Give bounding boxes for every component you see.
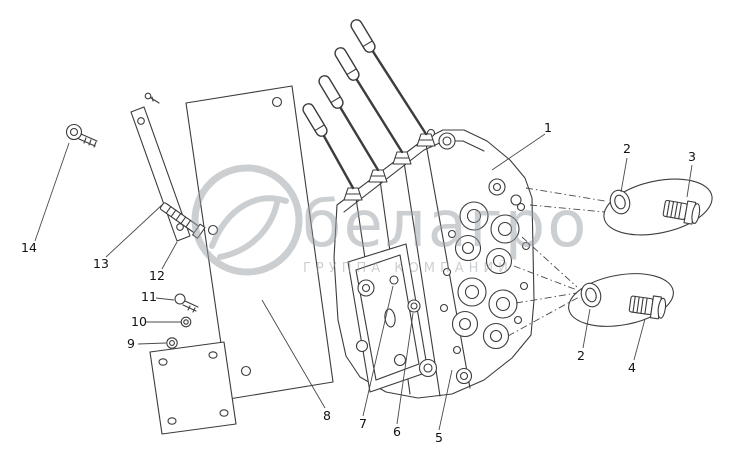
nut-part-10 xyxy=(180,316,192,328)
lever-knob xyxy=(302,103,328,137)
control-levers xyxy=(302,19,428,190)
lever-knob xyxy=(350,19,376,53)
strip-part-13 xyxy=(130,106,191,242)
callout-label-14: 14 xyxy=(21,240,37,255)
detail-bubble-top xyxy=(603,178,713,236)
foot-plate xyxy=(149,341,237,435)
callout-label-11: 11 xyxy=(141,289,157,304)
callout-label-2-bottom: 2 xyxy=(577,348,585,363)
callout-label-6: 6 xyxy=(393,424,401,439)
callout-numbers: 1 2 3 2 4 5 6 7 8 9 10 11 12 13 14 xyxy=(21,120,696,445)
callout-label-4: 4 xyxy=(628,360,636,375)
detail-bubbles xyxy=(507,178,713,337)
callout-label-5: 5 xyxy=(435,430,443,445)
callout-label-12: 12 xyxy=(149,268,165,283)
valve-bottom-ports xyxy=(418,358,473,385)
plug-part-3 xyxy=(662,199,701,225)
callout-label-9: 9 xyxy=(127,336,135,351)
seal-ring-part-2-bottom xyxy=(580,282,602,308)
watermark: белагро ГРУППА КОМПАНИЙ xyxy=(191,164,588,276)
valve-top-caps xyxy=(426,128,522,206)
callout-label-7: 7 xyxy=(359,416,367,431)
seal-ring-part-2-top xyxy=(609,189,631,215)
callout-leaders xyxy=(34,133,693,431)
callout-label-2-top: 2 xyxy=(623,141,631,156)
spool-boots xyxy=(343,133,436,201)
front-flange xyxy=(347,243,429,393)
plug-part-4 xyxy=(628,295,667,320)
lever-knob xyxy=(334,47,360,81)
valve-assembly xyxy=(302,19,535,399)
watermark-logo-icon xyxy=(191,164,303,276)
detail-bubble-bottom xyxy=(568,273,674,327)
watermark-brand-text: белагро xyxy=(302,188,588,262)
stud-part-7 xyxy=(389,275,399,285)
callout-label-8: 8 xyxy=(323,408,331,423)
small-screw xyxy=(144,92,160,104)
bolt-part-11 xyxy=(174,293,199,313)
callout-label-1: 1 xyxy=(544,120,552,135)
watermark-subtitle-text: ГРУППА КОМПАНИЙ xyxy=(303,260,513,276)
callout-label-3: 3 xyxy=(688,149,696,164)
bolt-part-14 xyxy=(65,123,98,148)
valve-ports xyxy=(439,201,531,355)
callout-label-13: 13 xyxy=(93,256,109,271)
mounting-plate-part-8 xyxy=(185,85,334,400)
callout-label-10: 10 xyxy=(131,314,147,329)
washer-part-9 xyxy=(166,337,178,349)
plug-part-6 xyxy=(407,299,421,313)
lever-knob xyxy=(318,75,344,109)
mounting-bracket-group xyxy=(65,85,334,435)
